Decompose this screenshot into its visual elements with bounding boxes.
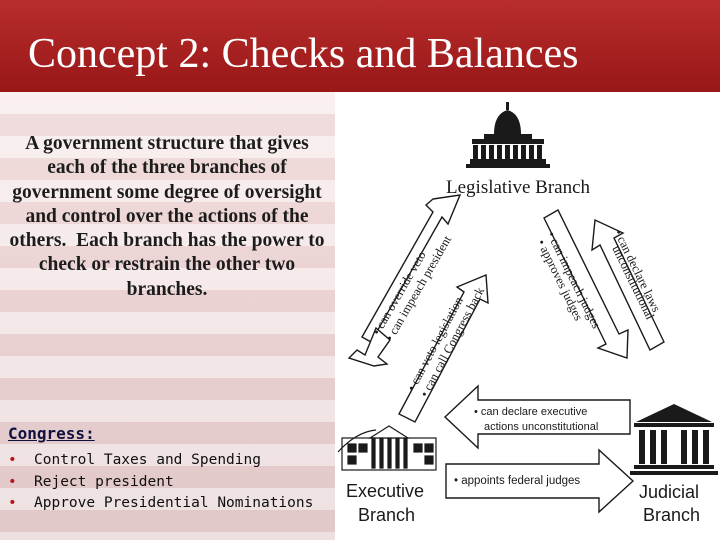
courthouse-icon xyxy=(630,404,718,475)
jud-to-exec-text-1: • can declare executive xyxy=(474,406,587,418)
judicial-label-1: Judicial xyxy=(639,482,699,502)
bullet-icon: • xyxy=(611,227,626,237)
exec-leg-arrow xyxy=(398,273,489,423)
judicial-label-2: Branch xyxy=(643,505,700,525)
definition-extra: Each branch has the power to check or re… xyxy=(38,230,325,300)
exec-jud-arrow xyxy=(445,448,635,514)
jud-to-exec-text-2: actions unconstitutional xyxy=(484,421,598,433)
executive-label-1: Executive xyxy=(346,481,424,501)
jud-to-exec-label-1: can declare executive xyxy=(481,406,587,418)
left-panel-background xyxy=(0,92,335,540)
flag-background xyxy=(0,92,335,540)
bullet-icon: • xyxy=(474,406,478,418)
bullet-icon: • xyxy=(404,383,418,393)
title-bar-shade xyxy=(0,0,720,92)
title-bar xyxy=(0,0,720,92)
list-item: • Approve Presidential Nominations xyxy=(8,493,313,515)
bullet-icon: • xyxy=(544,229,559,239)
slide-title: Concept 2: Checks and Balances xyxy=(28,31,579,77)
legislative-label: Legislative Branch xyxy=(446,177,591,198)
white-house-icon xyxy=(337,425,437,471)
jud-exec-arrow xyxy=(443,384,631,450)
executive-label-2: Branch xyxy=(358,505,415,525)
bullet-icon: • xyxy=(369,327,383,338)
power-text: Approve Presidential Nominations xyxy=(34,495,314,511)
list-item: • Control Taxes and Spending xyxy=(8,450,313,472)
definition-text: A government structure that gives each o… xyxy=(8,132,326,302)
bullet-icon: • xyxy=(8,473,17,490)
congress-heading: Congress: xyxy=(8,424,95,443)
capitol-icon xyxy=(466,102,550,168)
definition-main: A government structure that gives each o… xyxy=(9,133,322,252)
jud-leg-arrow xyxy=(591,218,665,351)
checks-and-balances-diagram: Legislative Branch • can override veto •… xyxy=(336,92,720,540)
power-text: Reject president xyxy=(34,473,174,490)
exec-to-jud-text: • appoints federal judges xyxy=(454,475,580,487)
leg-exec-arrow xyxy=(347,194,462,367)
exec-to-jud-label: appoints federal judges xyxy=(461,475,580,487)
bullet-icon: • xyxy=(8,452,17,468)
bullet-icon: • xyxy=(382,333,396,344)
bullet-icon: • xyxy=(534,237,549,247)
bullet-icon: • xyxy=(454,475,458,487)
list-item: • Reject president xyxy=(8,472,313,494)
leg-jud-arrow xyxy=(543,209,629,359)
congress-powers-list: • Control Taxes and Spending • Reject pres… xyxy=(8,450,313,515)
bullet-icon: • xyxy=(8,495,17,511)
power-text: Control Taxes and Spending xyxy=(34,452,261,468)
bullet-icon: • xyxy=(417,389,431,399)
